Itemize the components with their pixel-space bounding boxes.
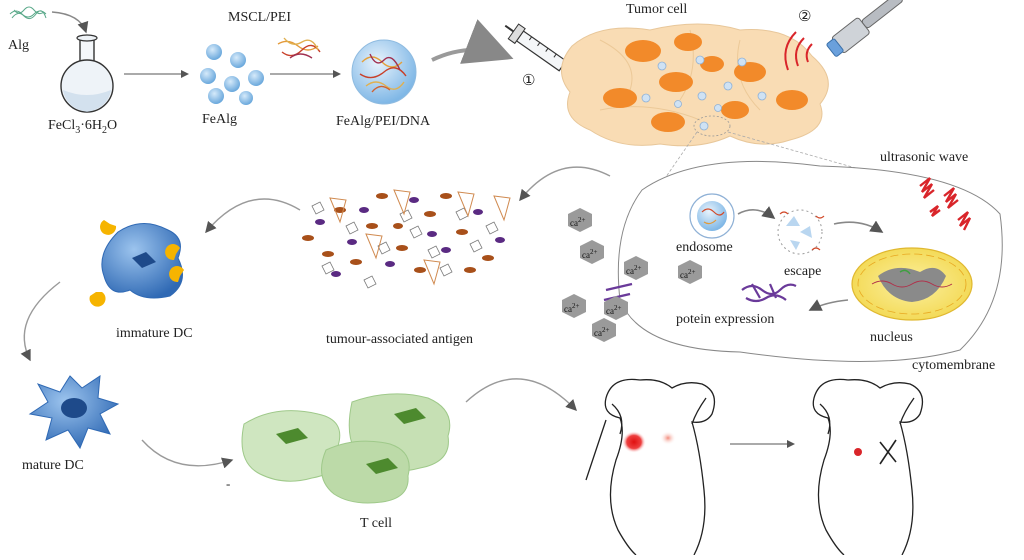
antigen-to-dc-arrow-icon: [205, 198, 301, 234]
label-step-1: ①: [522, 71, 536, 89]
tumour-antigen-cluster: [302, 189, 511, 289]
protein-icon: [741, 283, 797, 303]
ca-ion-5: [562, 294, 586, 318]
complex-to-syringe-arrow-icon: [431, 19, 514, 64]
nucleus-icon: [851, 247, 973, 321]
label-immature-dc: immature DC: [116, 326, 193, 341]
mature-dc-icon: [28, 375, 120, 450]
tumor-small-spot-icon: [660, 431, 676, 445]
fealg-pei-dna-nanoparticle-icon: [351, 39, 417, 105]
ca-label-2: ca2+: [582, 248, 598, 260]
label-ultrasonic-wave: ultrasonic wave: [880, 150, 969, 165]
ca-ion-7: [592, 318, 616, 342]
label-escape: escape: [784, 264, 822, 279]
fealg-particles-icon: [200, 44, 264, 105]
ca-label-7: ca2+: [594, 326, 610, 338]
zoom-line-right-icon: [727, 131, 871, 173]
escape-icon: [777, 209, 825, 255]
nucleus-to-protein-arrow-icon: [808, 299, 849, 311]
tumor-residual-spot-icon: [854, 448, 862, 456]
ca-ion-6: [604, 296, 628, 320]
label-potein-expression: potein expression: [676, 312, 775, 327]
label-cytomembrane: cytomembrane: [912, 358, 996, 373]
ca-ion-4: [678, 260, 702, 284]
label-fecl3: FeCl3·6H2O: [48, 118, 118, 136]
flask-icon: [60, 34, 114, 113]
ultrasound-probe-icon: [784, 0, 903, 71]
endosome-icon: [689, 193, 735, 239]
label-fealg-pei-dna: FeAlg/PEI/DNA: [336, 114, 431, 129]
alg-to-flask-arrow-icon: [51, 11, 89, 34]
label-alg: Alg: [8, 38, 29, 53]
endosome-to-escape-arrow-icon: [737, 206, 776, 219]
label-tumour-antigen: tumour-associated antigen: [326, 332, 474, 347]
label-t-cell: T cell: [360, 516, 393, 531]
mature-to-tcell-arrow-icon: [141, 439, 234, 469]
label-fealg: FeAlg: [202, 112, 237, 127]
calcium-ions: [562, 208, 702, 342]
ca-label-4: ca2+: [680, 268, 696, 280]
immature-to-mature-arrow-icon: [20, 281, 61, 362]
label-endosome: endosome: [676, 240, 733, 255]
cross-mark-icon: [879, 439, 897, 465]
label-mscl-pei: MSCL/PEI: [228, 10, 292, 25]
ca-label-6: ca2+: [606, 304, 622, 316]
ca-label-5: ca2+: [564, 302, 580, 314]
ca-label-3: ca2+: [626, 264, 642, 276]
ca-label-1: ca2+: [570, 216, 586, 228]
zoom-line-left-icon: [649, 131, 698, 201]
tcell-to-mouse-arrow-icon: [465, 378, 577, 412]
mouse-before-icon: [585, 378, 716, 556]
immature-dc-icon: [89, 220, 184, 307]
tumor-large-spot-icon: [622, 431, 646, 453]
mscl-pei-strands-icon: [277, 37, 321, 59]
label-nucleus: nucleus: [870, 330, 913, 345]
label-step-2: ②: [798, 7, 812, 25]
ca-ion-1: [568, 208, 592, 232]
ca-ion-3: [624, 256, 648, 280]
ca-ion-2: [580, 240, 604, 264]
escape-to-nucleus-arrow-icon: [833, 220, 884, 233]
label-dash: -: [226, 476, 231, 491]
label-tumor-cell: Tumor cell: [626, 2, 688, 17]
label-mature-dc: mature DC: [22, 458, 84, 473]
t-cell-cluster-icon: [241, 393, 451, 504]
tumor-cell-cluster: [561, 23, 829, 147]
cell-to-antigen-arrow-icon: [519, 166, 611, 202]
alg-strands-icon: [9, 6, 47, 20]
ultrasonic-wave-icon: [919, 177, 972, 231]
mouse-after-icon: [812, 378, 924, 556]
